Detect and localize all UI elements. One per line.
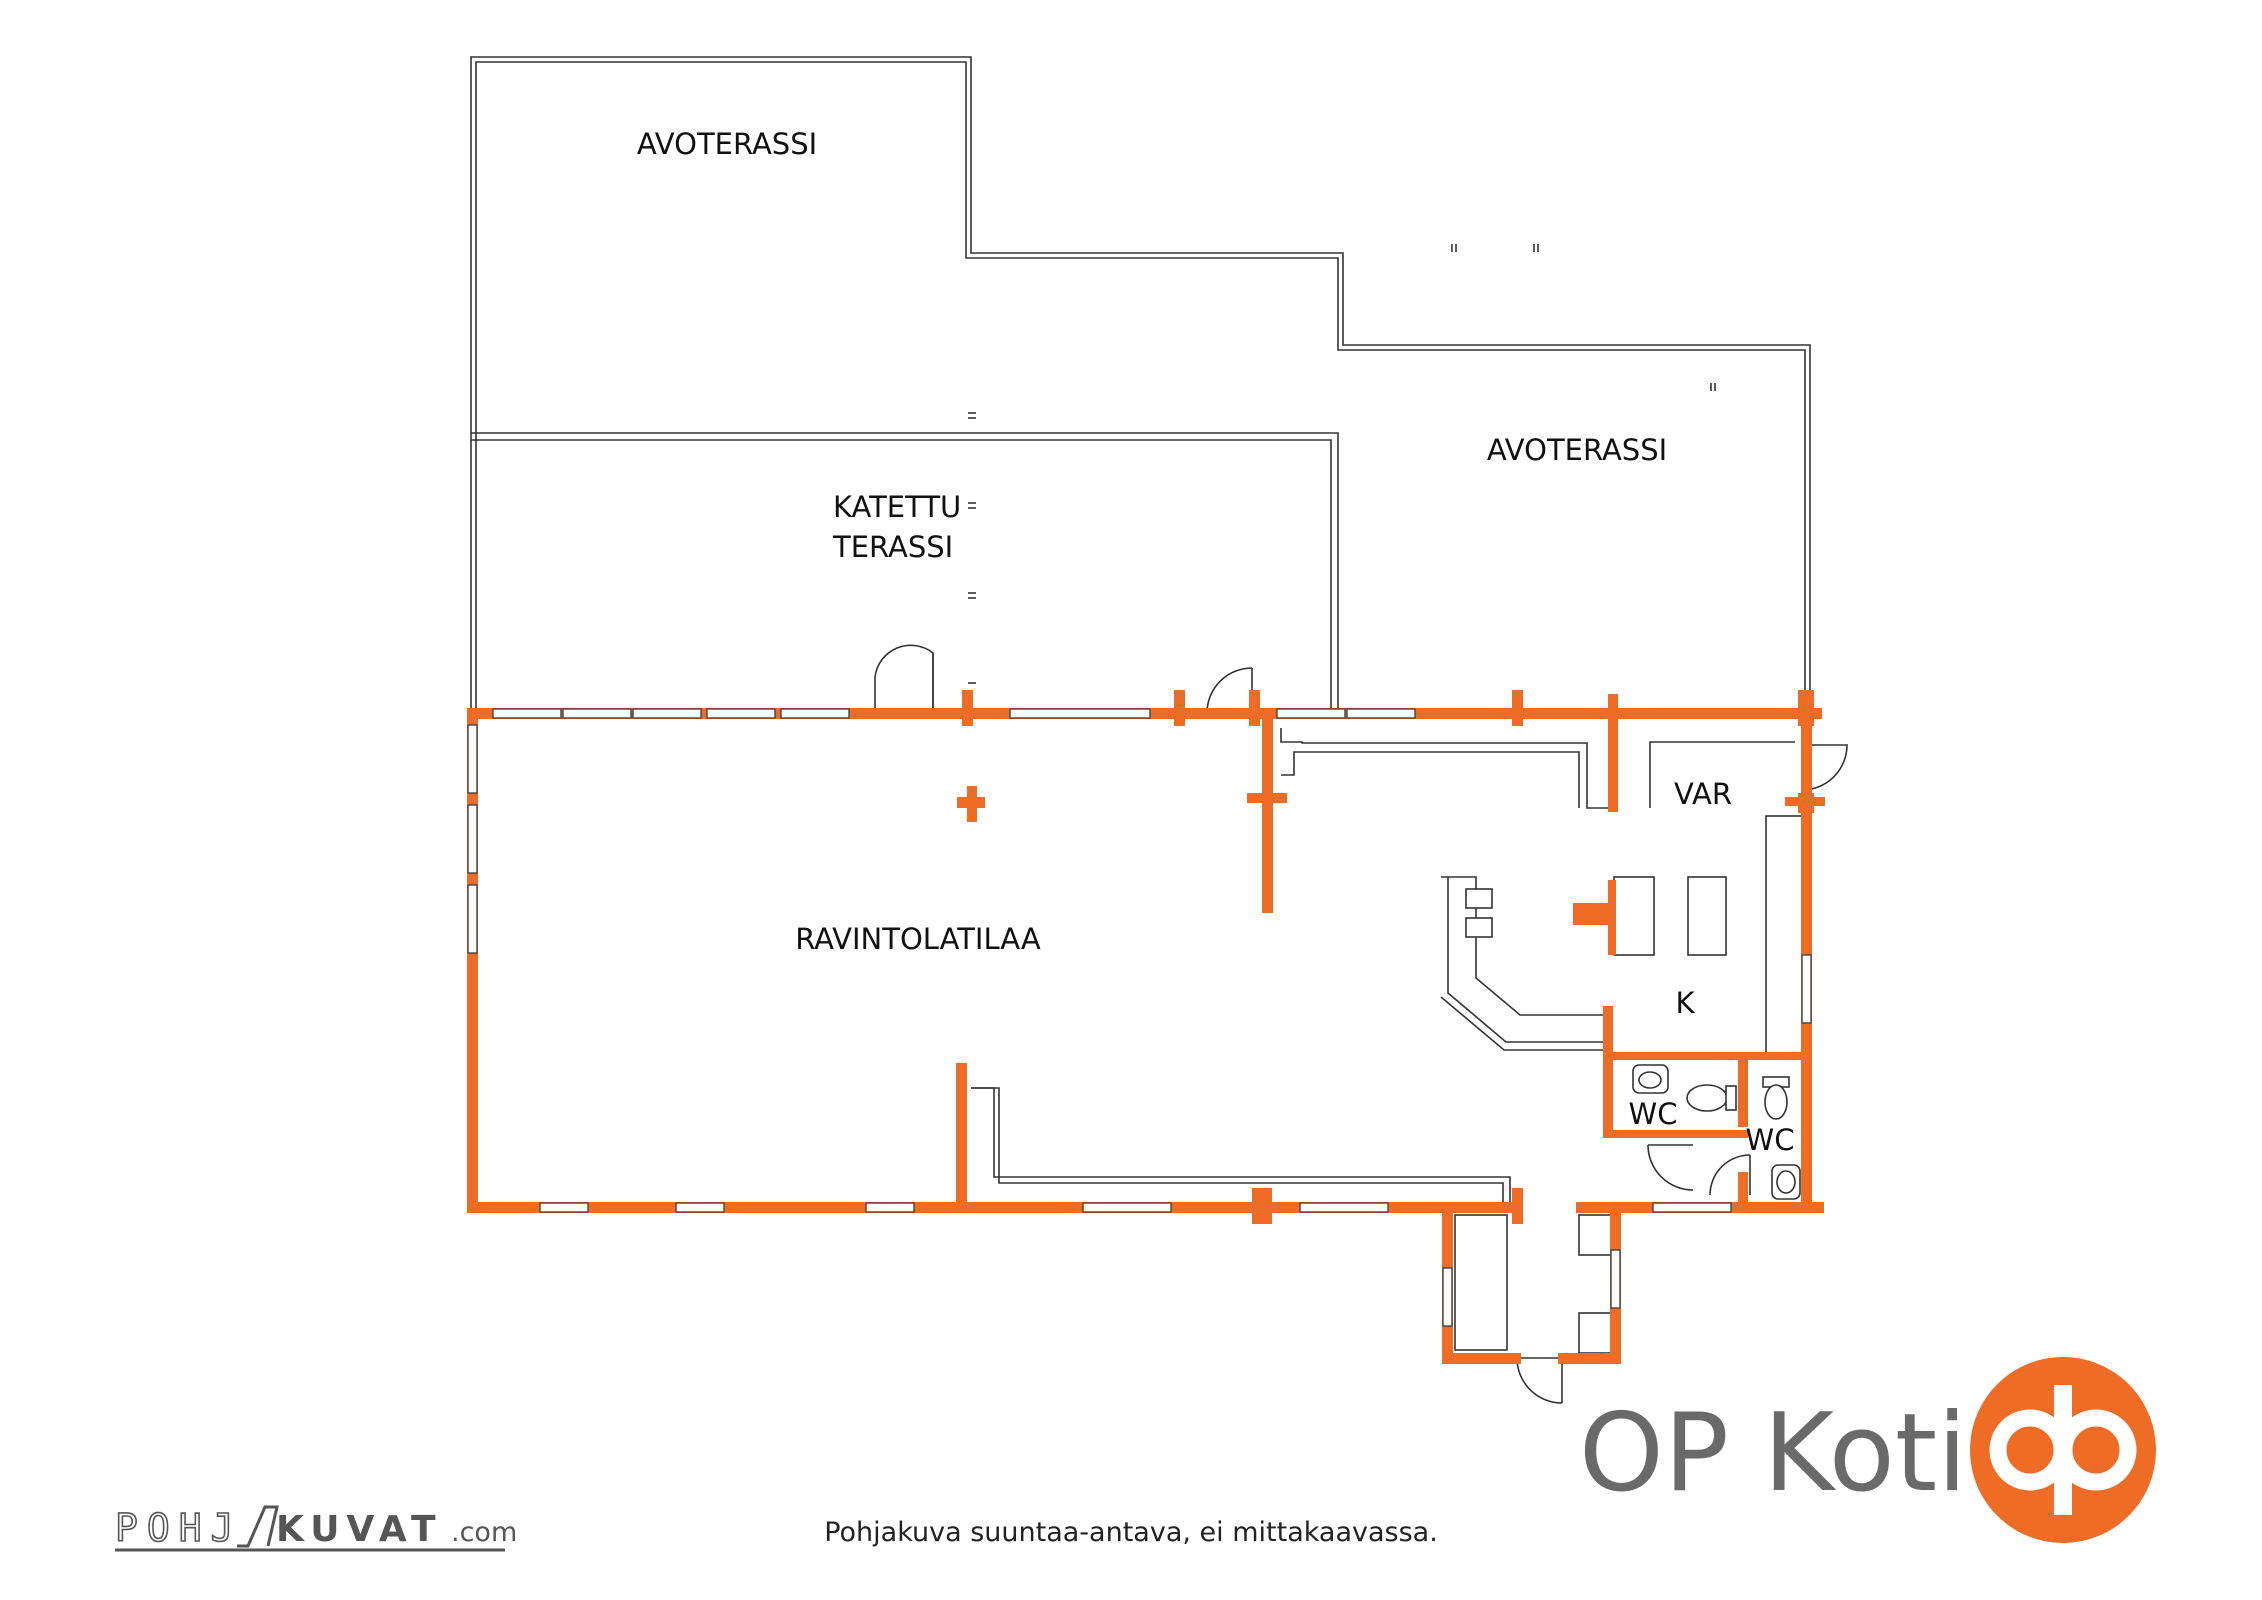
watermark-suffix: .com [451, 1517, 517, 1548]
room-label-wc-2: WC [1746, 1123, 1795, 1157]
terrace-outlines [470, 56, 1811, 712]
windows [467, 708, 1812, 1327]
watermark-part-2: KUVAT [276, 1509, 443, 1550]
room-label-k: K [1675, 986, 1695, 1020]
interior-outlines [971, 728, 1803, 1354]
watermark-part-1: POHJ [115, 1506, 243, 1550]
room-label-ravintolatilaa: RAVINTOLATILAA [795, 922, 1041, 956]
room-label-wc-1: WC [1629, 1097, 1678, 1131]
op-logo-icon [1970, 1357, 2156, 1543]
room-label-var: VAR [1674, 777, 1732, 811]
room-label-avoterassi-right: AVOTERASSI [1487, 433, 1667, 467]
pohjakuvat-watermark: POHJ KUVAT .com [114, 1505, 517, 1552]
room-label-avoterassi-left: AVOTERASSI [637, 127, 817, 161]
watermark-mark-icon [237, 1505, 279, 1548]
room-label-terassi: TERASSI [832, 530, 953, 564]
brand-name: OP Koti [1579, 1391, 1967, 1516]
interior-walls [945, 690, 1825, 1224]
doors [874, 644, 1848, 1404]
room-labels: AVOTERASSI AVOTERASSI KATETTU TERASSI RA… [637, 127, 1795, 1157]
disclaimer-caption: Pohjakuva suuntaa-antava, ei mittakaavas… [824, 1517, 1438, 1548]
room-label-katettu: KATETTU [833, 490, 961, 524]
